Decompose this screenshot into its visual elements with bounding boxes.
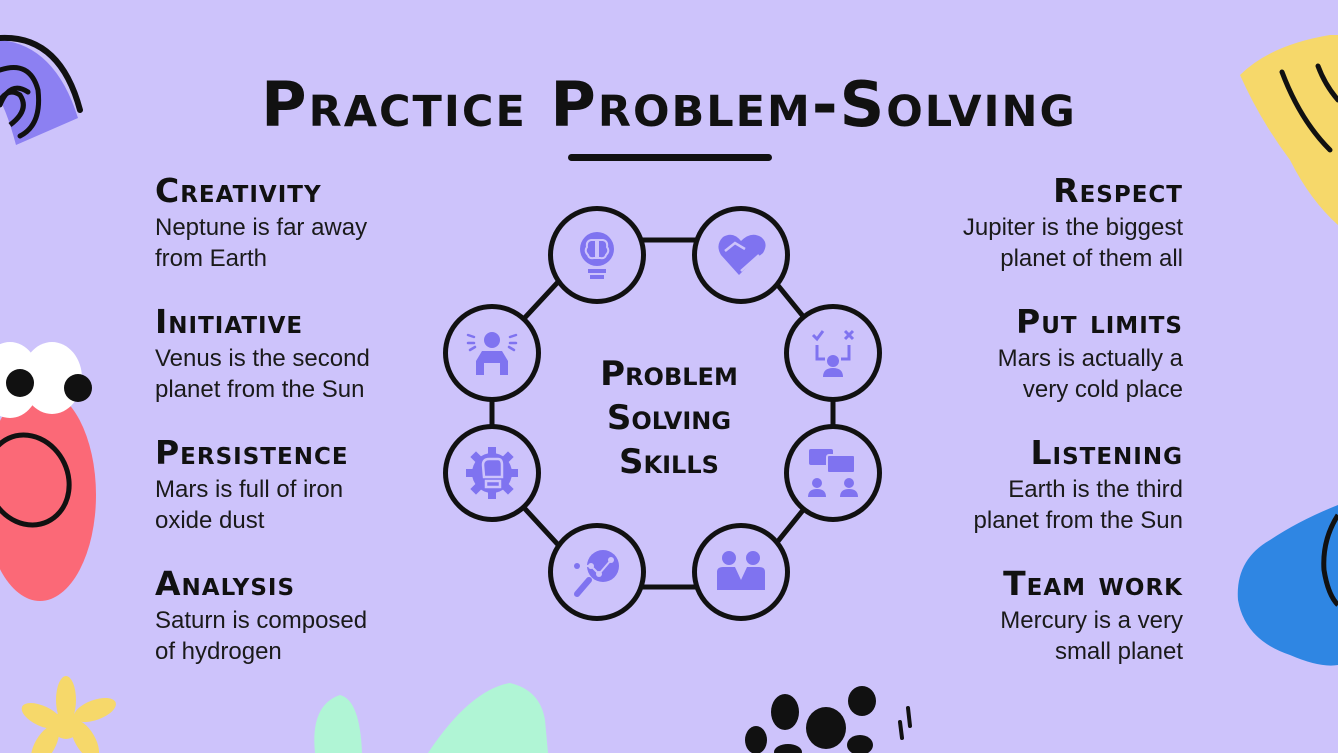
skill-title: Persistence — [155, 433, 349, 472]
brain-lightbulb-icon — [580, 232, 614, 279]
skill-desc-line: Neptune is far away — [155, 214, 368, 241]
handshake-heart-icon — [718, 234, 766, 275]
skill-description: Neptune is far away from Earth — [155, 212, 445, 274]
skill-description: Saturn is composed of hydrogen — [155, 605, 445, 667]
skill-title: Initiative — [155, 302, 304, 341]
skill-put-limits: Put limits Mars is actually a very cold … — [893, 303, 1183, 405]
right-blue-decoration — [1237, 505, 1338, 666]
top-left-arc-decoration — [0, 34, 83, 145]
decision-choice-icon — [811, 329, 855, 377]
skill-title: Listening — [1030, 433, 1183, 472]
skill-analysis: Analysis Saturn is composed of hydrogen — [155, 565, 445, 667]
center-label-line: Skills — [619, 442, 719, 482]
skill-desc-line: Venus is the second — [155, 345, 370, 372]
skill-title: Respect — [1053, 171, 1183, 210]
skill-desc-line: small planet — [1054, 638, 1183, 665]
skill-initiative: Initiative Venus is the second planet fr… — [155, 303, 445, 405]
skill-team-work: Team work Mercury is a very small planet — [893, 565, 1183, 667]
page-title: Practice Problem-Solving — [261, 68, 1077, 141]
skill-desc-line: from Earth — [155, 245, 268, 272]
node-stressed-person — [443, 304, 541, 402]
mint-leaves-decoration — [314, 683, 548, 753]
skill-persistence: Persistence Mars is full of iron oxide d… — [155, 434, 445, 536]
skill-description: Venus is the second planet from the Sun — [155, 343, 445, 405]
left-red-character-decoration — [0, 342, 96, 601]
skill-description: Earth is the third planet from the Sun — [893, 474, 1183, 536]
node-conversation — [784, 424, 882, 522]
two-people-teamwork-icon — [717, 551, 765, 590]
skill-desc-line: Earth is the third — [1008, 476, 1183, 503]
node-analytics — [548, 523, 646, 621]
skill-title: Creativity — [155, 171, 322, 210]
skill-title: Team work — [1003, 564, 1183, 603]
skill-desc-line: planet from the Sun — [155, 376, 365, 403]
gear-fist-icon — [466, 447, 518, 499]
skill-desc-line: of hydrogen — [155, 638, 282, 665]
top-right-yellow-decoration — [1240, 35, 1338, 225]
center-label-line: Solving — [606, 398, 732, 438]
stressed-person-icon — [466, 332, 518, 375]
skill-title: Analysis — [155, 564, 296, 603]
skill-desc-line: Saturn is composed — [155, 607, 368, 634]
skill-description: Mercury is a very small planet — [893, 605, 1183, 667]
skill-description: Mars is full of iron oxide dust — [155, 474, 445, 536]
skill-desc-line: oxide dust — [155, 507, 265, 534]
skill-desc-line: Jupiter is the biggest — [962, 214, 1183, 241]
yellow-flower-decoration — [21, 676, 116, 753]
node-gear-fist — [443, 424, 541, 522]
center-label-line: Problem — [600, 354, 738, 394]
skill-desc-line: planet from the Sun — [973, 507, 1183, 534]
skill-desc-line: Mars is actually a — [997, 345, 1183, 372]
node-decision — [784, 304, 882, 402]
analytics-magnifier-icon — [574, 550, 619, 597]
skill-desc-line: Mercury is a very — [1000, 607, 1183, 634]
black-dots-decoration — [745, 686, 912, 753]
skill-description: Jupiter is the biggest planet of them al… — [893, 212, 1183, 274]
skill-creativity: Creativity Neptune is far away from Eart… — [155, 172, 445, 274]
skill-title: Put limits — [1016, 302, 1183, 341]
node-handshake-heart — [692, 206, 790, 304]
conversation-people-icon — [808, 449, 858, 497]
skill-listening: Listening Earth is the third planet from… — [893, 434, 1183, 536]
skill-respect: Respect Jupiter is the biggest planet of… — [893, 172, 1183, 274]
node-teamwork — [692, 523, 790, 621]
title-underline — [568, 154, 772, 161]
skill-desc-line: Mars is full of iron — [155, 476, 344, 503]
center-label: Problem Solving Skills — [562, 352, 776, 484]
skill-desc-line: very cold place — [1022, 376, 1183, 403]
skill-desc-line: planet of them all — [1000, 245, 1183, 272]
node-brain-lightbulb — [548, 206, 646, 304]
skill-description: Mars is actually a very cold place — [893, 343, 1183, 405]
